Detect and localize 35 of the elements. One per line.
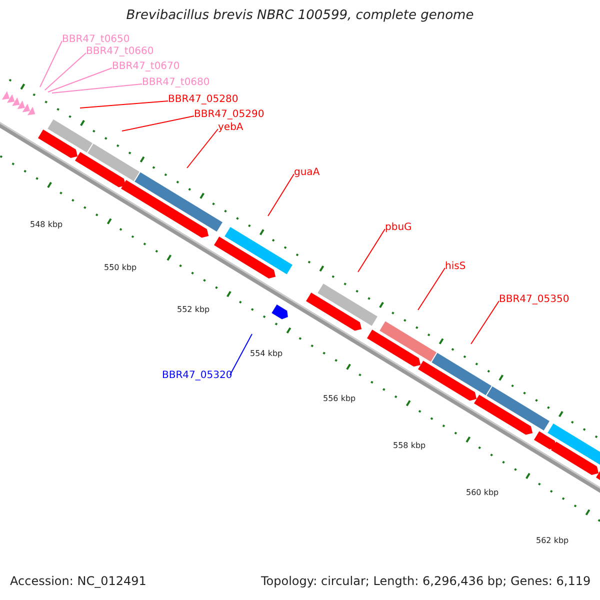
leader-line [470,300,500,344]
gene-label: BBR47_05350 [499,294,570,306]
tick-label: 558 kbp [393,440,426,452]
tick-label: 560 kbp [466,487,499,499]
gene-label: BBR47_t0650 [62,34,130,46]
tick-label: 550 kbp [104,262,137,274]
gene-label: yebA [218,122,244,134]
gene-label: BBR47_t0670 [112,61,180,73]
tick-label: 554 kbp [250,348,283,360]
gene-label: BBR47_t0680 [142,77,210,89]
leader-line [40,40,62,88]
gene-label: BBR47_05290 [194,109,264,121]
gene-label: guaA [294,167,320,179]
tick-label: 556 kbp [323,393,356,405]
leader-line [418,268,446,310]
leader-line [48,68,112,92]
tick-label: 548 kbp [30,219,63,231]
gene-label: pbuG [385,222,412,234]
info-text: Accession: NC_012491 [10,575,146,587]
gene-label: BBR47_t0660 [86,46,154,58]
leader-line [80,100,168,108]
leader-line [122,116,194,132]
diagram-title: Brevibacillus brevis NBRC 100599, complete genome [125,10,475,22]
tick-label: 552 kbp [177,304,210,316]
gene-label: hisS [445,261,466,273]
tick-label: 562 kbp [536,535,569,547]
leader-line [186,128,218,168]
info-text: Topology: circular; Length: 6,296,436 bp; Genes: 6,119 [261,575,591,587]
leader-line [268,174,294,216]
leader-line [358,228,386,272]
leader-line [44,52,86,90]
gene-label: BBR47_05280 [168,94,238,106]
leader-line [52,84,142,94]
leader-line [230,334,252,376]
gene-label: BBR47_05320 [162,370,232,382]
